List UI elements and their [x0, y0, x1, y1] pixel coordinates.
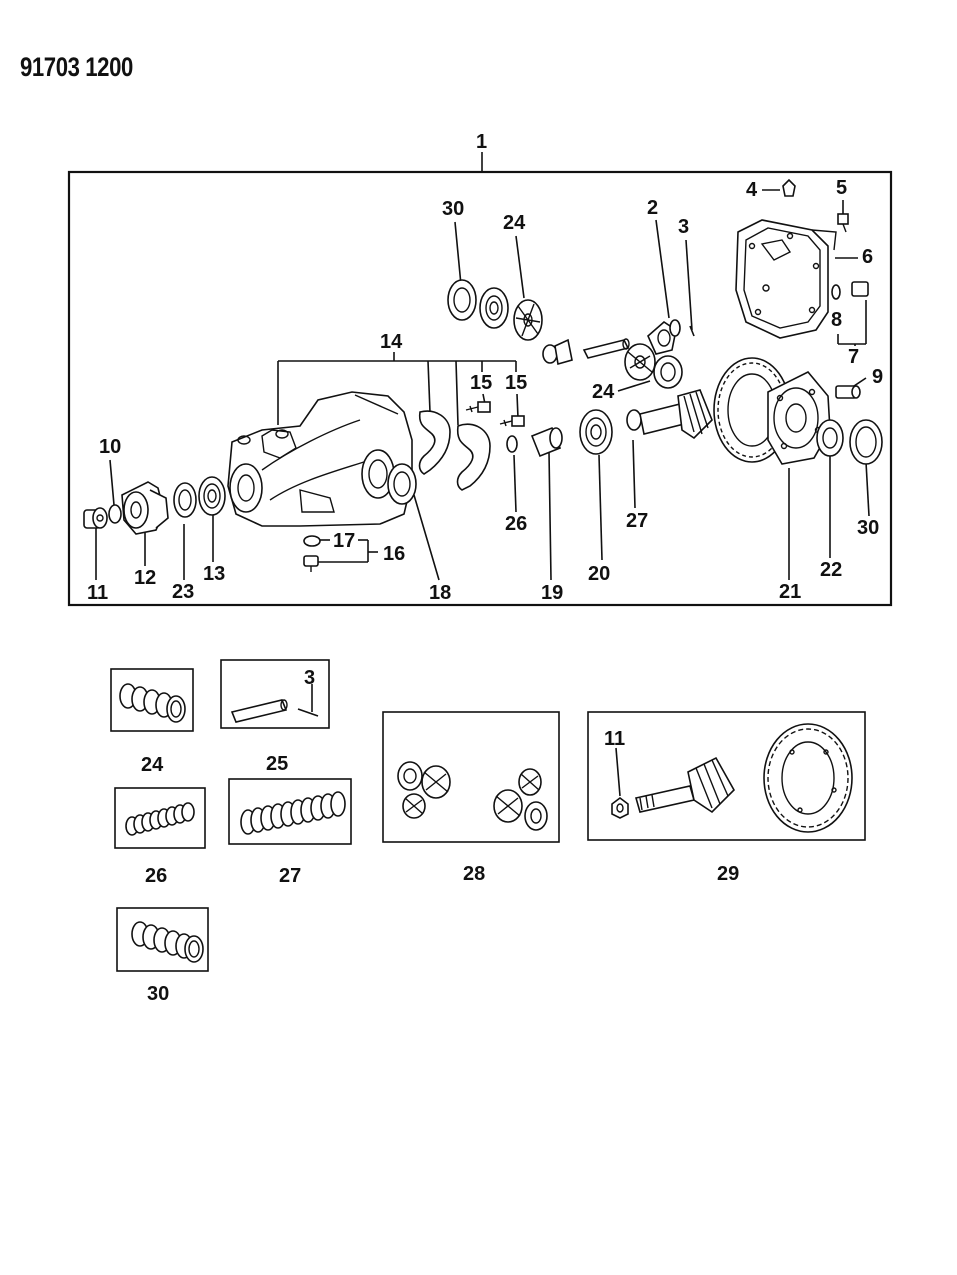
part-drive-pinion — [639, 389, 713, 440]
callout-12: 12 — [134, 567, 156, 589]
callout-19: 19 — [541, 582, 563, 604]
callout-10: 10 — [99, 436, 121, 458]
part-nut — [83, 507, 108, 529]
part-side-gear-top — [513, 299, 543, 341]
part-bearing-race-right — [849, 419, 883, 465]
leader-lines — [95, 189, 870, 581]
callout-3: 3 — [678, 216, 689, 238]
part-vent-plug — [782, 178, 796, 197]
part-bearing-shim — [626, 409, 642, 431]
callout-5: 5 — [836, 177, 847, 199]
kit-label-29: 29 — [717, 863, 739, 885]
kit-30-bearing-rings — [131, 921, 204, 963]
callout-20: 20 — [588, 563, 610, 585]
part-front-bearing — [198, 476, 226, 516]
part-lock-pin — [689, 325, 695, 337]
kit-label-30: 30 — [147, 983, 169, 1005]
callout-9: 9 — [872, 366, 883, 388]
part-spacer — [530, 426, 563, 458]
kit-25-shaft-and-pin — [230, 684, 319, 723]
callout-13: 13 — [203, 563, 225, 585]
part-pinion-shaft — [582, 338, 630, 359]
callout-16: 16 — [383, 543, 405, 565]
part-side-bearing — [816, 419, 844, 457]
part-side-bearing-top — [479, 287, 509, 329]
callout-4: 4 — [746, 179, 758, 201]
callout-21: 21 — [779, 581, 801, 603]
part-washer — [108, 504, 122, 524]
kit-label-25: 25 — [266, 753, 288, 775]
kit-frame-26 — [114, 787, 206, 849]
kit-25-callout-3: 3 — [304, 667, 315, 689]
document-id: 91703 1200 — [20, 52, 133, 82]
part-pinion-gear-upper — [647, 320, 677, 355]
callout-23: 23 — [172, 581, 194, 603]
callout-15-left: 15 — [470, 372, 492, 394]
part-thrust-washer-lower — [653, 355, 683, 389]
callout-30-top: 30 — [442, 198, 464, 220]
kit-frame-24 — [110, 668, 194, 732]
part-carrier-housing — [227, 391, 413, 527]
part-plug-gasket — [831, 284, 841, 300]
part-rear-cover — [735, 219, 837, 339]
kit-27-shims — [240, 791, 346, 835]
kit-label-26: 26 — [145, 865, 167, 887]
kit-label-28: 28 — [463, 863, 485, 885]
callout-27: 27 — [626, 510, 648, 532]
callout-17: 17 — [333, 530, 355, 552]
kit-28-gear-set — [397, 761, 548, 831]
part-cap-bolt-right — [499, 415, 525, 427]
kit-29-callout-11: 11 — [604, 728, 625, 750]
part-pinion-shim — [506, 435, 518, 453]
part-bearing-race-top — [447, 279, 477, 321]
callout-2: 2 — [647, 197, 658, 219]
part-side-gear-lower — [624, 343, 656, 381]
kit-26-shims — [125, 802, 195, 836]
part-pinion-bearing — [579, 409, 613, 455]
callout-11: 11 — [87, 582, 108, 604]
callout-24-middle: 24 — [592, 381, 615, 403]
part-cap-bolt-left — [465, 401, 491, 413]
part-cover-bolt — [837, 213, 849, 233]
kit-24-bearing-rings — [119, 683, 186, 723]
callout-18: 18 — [429, 582, 451, 604]
callout-15-right: 15 — [505, 372, 527, 394]
part-filler-plug — [851, 281, 869, 297]
kit-frame-25 — [220, 659, 330, 729]
callout-7: 7 — [848, 346, 859, 368]
callout-22: 22 — [820, 559, 842, 581]
part-bearing-cap-right — [456, 423, 491, 491]
kit-frame-27 — [228, 778, 352, 845]
assembly-callout: 1 — [476, 131, 487, 153]
part-companion-flange — [121, 481, 169, 535]
part-bearing-cap-left — [418, 410, 451, 475]
kit-label-24: 24 — [141, 754, 164, 776]
kit-frame-30 — [116, 907, 209, 972]
callout-30-right: 30 — [857, 517, 879, 539]
callout-6: 6 — [862, 246, 873, 268]
part-ring-gear-bolt — [835, 385, 861, 399]
callout-14: 14 — [380, 331, 403, 353]
part-side-oil-seal — [387, 463, 417, 505]
assembly-frame — [67, 170, 893, 607]
part-oil-seal — [173, 482, 197, 518]
part-breather — [303, 535, 321, 572]
kit-frame-28 — [382, 711, 560, 843]
part-pinion-gear-small — [542, 338, 573, 366]
callout-8: 8 — [831, 309, 842, 331]
part-thrust-washer-small — [669, 319, 681, 337]
callout-24-top: 24 — [503, 212, 526, 234]
kit-label-27: 27 — [279, 865, 301, 887]
kit-frame-29 — [587, 711, 866, 841]
kit-29-ring-and-pinion — [611, 723, 853, 833]
callout-26: 26 — [505, 513, 527, 535]
